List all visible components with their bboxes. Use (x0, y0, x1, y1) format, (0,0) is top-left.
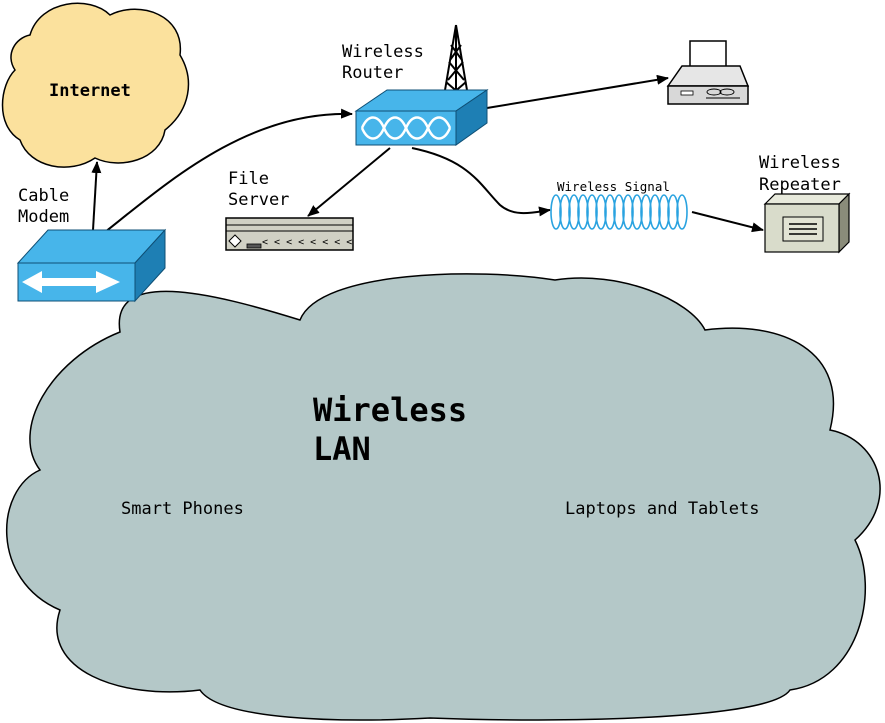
wireless-router-icon (354, 89, 489, 146)
wireless-lan-title-line1: Wireless (313, 391, 467, 429)
wireless-signal: Wireless Signal (550, 179, 688, 230)
wireless-repeater-icon (763, 192, 851, 254)
wireless-lan-cloud (5, 273, 881, 721)
wireless-router: Wireless Router (342, 24, 489, 146)
signal-to-repeater-arrow (691, 211, 764, 233)
signal-wave-ring (595, 194, 607, 230)
wireless-repeater-label-line1: Wireless (759, 153, 841, 173)
router-to-signal-arrow (411, 147, 551, 217)
wireless-signal-label: Wireless Signal (557, 179, 670, 194)
router-to-server-arrow (307, 147, 391, 217)
smart-phones-label: Smart Phones (121, 499, 244, 519)
file-server: File Server < < < < < < < < (225, 169, 354, 251)
wireless-repeater-label-line2: Repeater (759, 175, 841, 195)
printer-icon (666, 40, 750, 105)
signal-wave-ring (568, 194, 580, 230)
file-server-icon: < < < < < < < < (225, 217, 354, 251)
signal-wave-ring (622, 194, 634, 230)
signal-wave-ring (676, 194, 688, 230)
cable-modem-icon (16, 228, 167, 303)
signal-wave-ring (613, 194, 625, 230)
wireless-router-label-line2: Router (342, 63, 403, 83)
signal-wave-ring (559, 194, 571, 230)
signal-wave-ring (550, 194, 562, 230)
signal-wave-ring (586, 194, 598, 230)
wireless-router-label-line1: Wireless (342, 42, 424, 62)
internet-cloud: Internet (1, 2, 190, 168)
cable-modem: Cable Modem (16, 186, 167, 303)
svg-text:< < < < < < < <: < < < < < < < < (262, 237, 352, 248)
printer (666, 40, 750, 105)
file-server-label-line2: Server (228, 190, 289, 210)
cable-modem-label-line1: Cable (18, 186, 69, 206)
wireless-lan-title-line2: LAN (313, 430, 371, 468)
signal-wave-ring (577, 194, 589, 230)
router-to-printer-arrow (486, 74, 669, 109)
internet-label: Internet (49, 81, 131, 101)
wireless-signal-waves (550, 194, 688, 230)
modem-to-internet-arrow (91, 161, 102, 231)
laptops-tablets-label: Laptops and Tablets (565, 499, 759, 519)
signal-wave-ring (667, 194, 679, 230)
file-server-label-line1: File (228, 169, 269, 189)
cable-modem-label-line2: Modem (18, 207, 69, 227)
signal-wave-ring (658, 194, 670, 230)
signal-wave-ring (640, 194, 652, 230)
signal-wave-ring (631, 194, 643, 230)
wireless-repeater: Wireless Repeater (759, 153, 851, 254)
signal-wave-ring (649, 194, 661, 230)
signal-wave-ring (604, 194, 616, 230)
